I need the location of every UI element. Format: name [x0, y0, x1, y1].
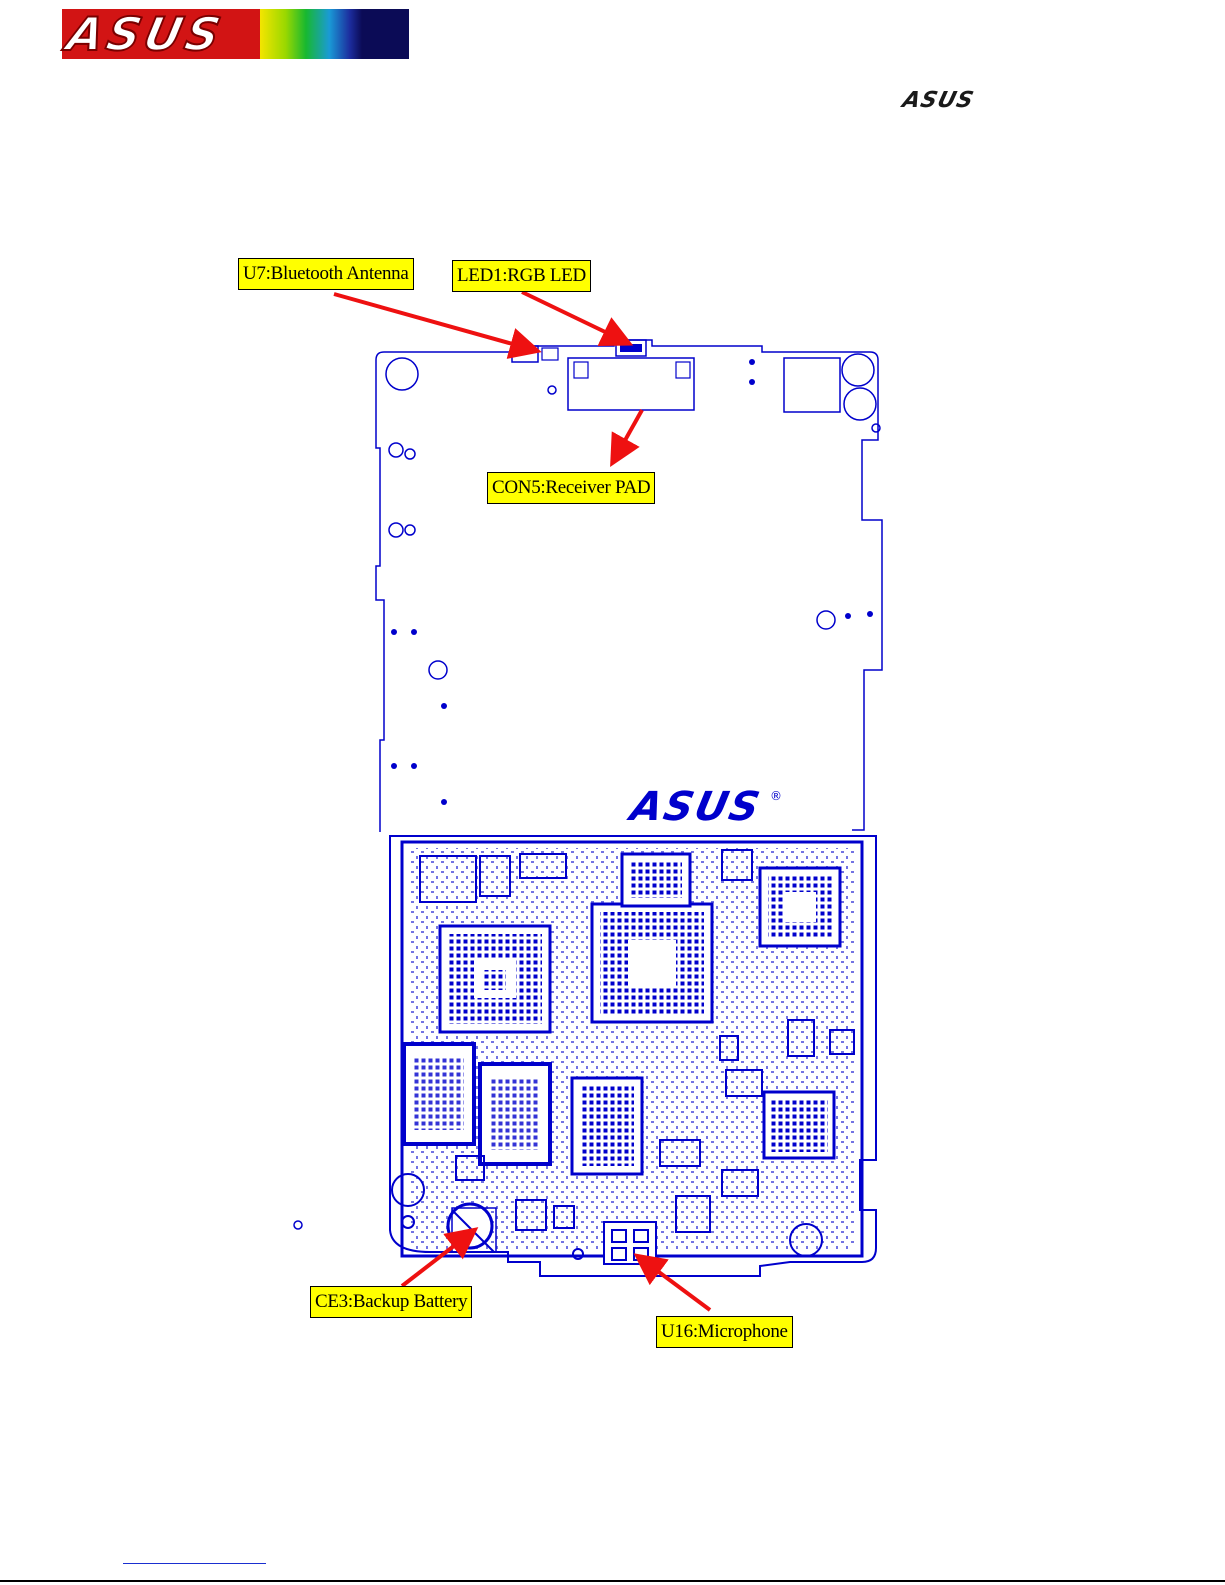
- chip-right-bga: [764, 1092, 834, 1158]
- chip-top-center: [622, 854, 690, 906]
- registered-mark: ®: [770, 789, 782, 803]
- top-right-component: [784, 358, 840, 412]
- board-upper-outline: [376, 340, 882, 832]
- arrow-receiver: [614, 410, 642, 460]
- board-silkscreen-logo: ASUS: [624, 782, 766, 829]
- receiver-pad-tab-left: [574, 362, 588, 378]
- arrow-microphone: [640, 1258, 710, 1310]
- chip-left-bga: [440, 926, 550, 1032]
- chip-memory-2: [480, 1064, 550, 1164]
- chip-cpu: [592, 904, 712, 1022]
- footer-rule: [0, 1580, 1225, 1582]
- chip-memory-1: [404, 1044, 474, 1144]
- receiver-pad-tab-right: [676, 362, 690, 378]
- receiver-pad-outline: [568, 358, 694, 410]
- label-receiver-pad: CON5:Receiver PAD: [487, 472, 655, 504]
- microphone-component: [604, 1222, 656, 1264]
- rgb-led-body: [620, 344, 642, 352]
- footer-link-underline: [123, 1563, 266, 1564]
- label-bluetooth-antenna: U7:Bluetooth Antenna: [238, 258, 414, 290]
- arrow-led: [522, 292, 626, 342]
- arrow-bluetooth: [334, 294, 534, 350]
- chip-top-right-bga: [760, 868, 840, 946]
- chip-center-bga: [572, 1078, 642, 1174]
- label-rgb-led: LED1:RGB LED: [452, 260, 591, 292]
- bluetooth-antenna-pad: [542, 348, 558, 360]
- label-backup-battery: CE3:Backup Battery: [310, 1286, 472, 1318]
- label-microphone: U16:Microphone: [656, 1316, 793, 1348]
